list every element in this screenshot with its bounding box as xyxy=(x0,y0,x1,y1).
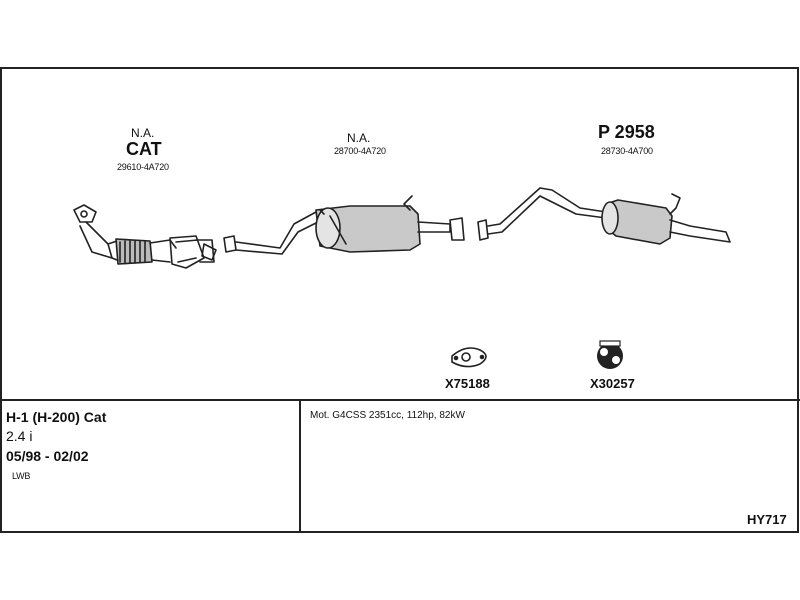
gasket-code: X75188 xyxy=(445,376,490,391)
vehicle-model: H-1 (H-200) Cat xyxy=(6,409,107,425)
gasket-icon xyxy=(451,347,487,368)
vehicle-variant: LWB xyxy=(12,471,31,481)
part-2-number: 28700-4A720 xyxy=(334,146,386,156)
rubber-hanger-icon xyxy=(597,340,623,369)
part-3-name: P 2958 xyxy=(598,122,655,142)
part-1-status: N.A. xyxy=(131,126,155,140)
exhaust-diagram xyxy=(73,187,731,369)
part-1-name: CAT xyxy=(126,139,162,159)
divider-vertical xyxy=(299,401,301,533)
rear-silencer-assembly xyxy=(477,187,731,245)
catalytic-converter-assembly xyxy=(73,204,217,269)
vehicle-years: 05/98 - 02/02 xyxy=(6,448,89,464)
part-2-status: N.A. xyxy=(347,131,371,145)
vehicle-engine: 2.4 i xyxy=(6,428,33,444)
part-1-number: 29610-4A720 xyxy=(117,162,169,172)
divider-horizontal xyxy=(0,399,800,401)
reference-code: HY717 xyxy=(747,512,787,527)
engine-spec: Mot. G4CSS 2351cc, 112hp, 82kW xyxy=(310,410,465,421)
hanger-code: X30257 xyxy=(590,376,635,391)
part-3-number: 28730-4A700 xyxy=(601,146,653,156)
center-muffler-assembly xyxy=(223,195,465,255)
diagram-frame xyxy=(0,67,799,533)
